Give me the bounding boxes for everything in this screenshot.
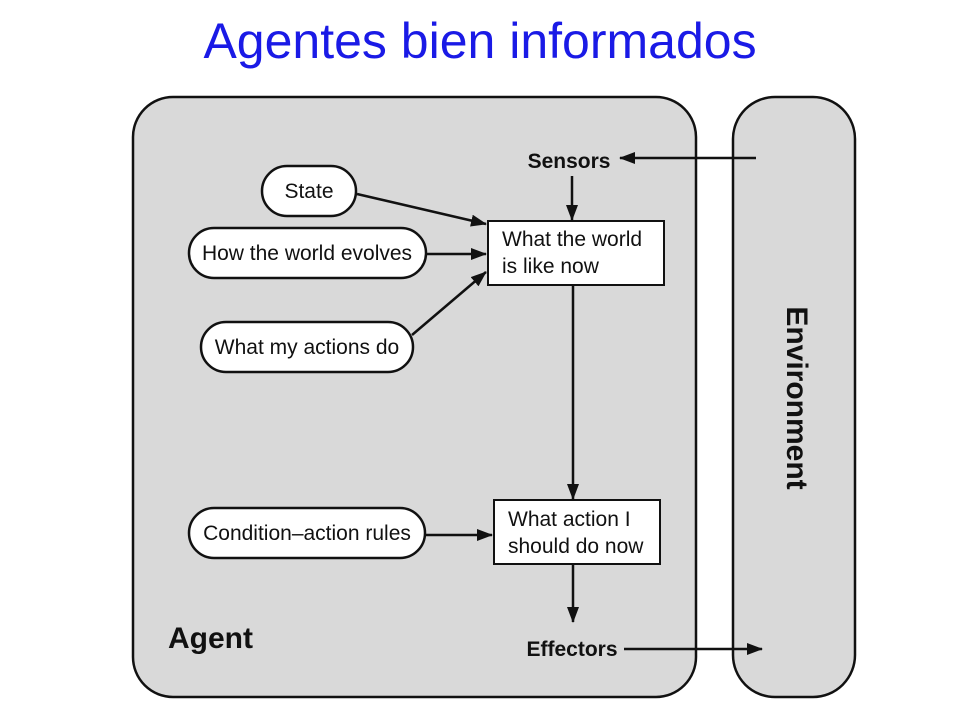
rules-label: Condition–action rules bbox=[203, 522, 411, 545]
environment-panel bbox=[731, 95, 857, 699]
action-now-line1: What action I bbox=[508, 508, 631, 531]
effectors-label: Effectors bbox=[526, 638, 617, 661]
world-now-box: What the world is like now bbox=[487, 220, 665, 286]
rules-node: Condition–action rules bbox=[187, 506, 427, 560]
state-label: State bbox=[284, 180, 333, 203]
action-now-box: What action I should do now bbox=[493, 499, 661, 565]
environment-label: Environment bbox=[780, 306, 813, 489]
actions-do-label: What my actions do bbox=[215, 336, 399, 359]
agent-panel bbox=[131, 95, 698, 699]
world-now-line1: What the world bbox=[502, 228, 642, 251]
world-evolves-node: How the world evolves bbox=[187, 226, 428, 280]
sensors-label: Sensors bbox=[528, 150, 611, 173]
slide-title: Agentes bien informados bbox=[203, 13, 757, 69]
world-evolves-label: How the world evolves bbox=[202, 242, 412, 265]
state-to-world-now-arrow bbox=[356, 192, 487, 227]
actions-do-to-world-now-arrow bbox=[411, 271, 487, 336]
action-now-line2: should do now bbox=[508, 535, 644, 558]
agent-label: Agent bbox=[168, 622, 253, 655]
state-node: State bbox=[260, 164, 358, 218]
actions-do-node: What my actions do bbox=[199, 320, 415, 374]
world-now-line2: is like now bbox=[502, 255, 600, 278]
